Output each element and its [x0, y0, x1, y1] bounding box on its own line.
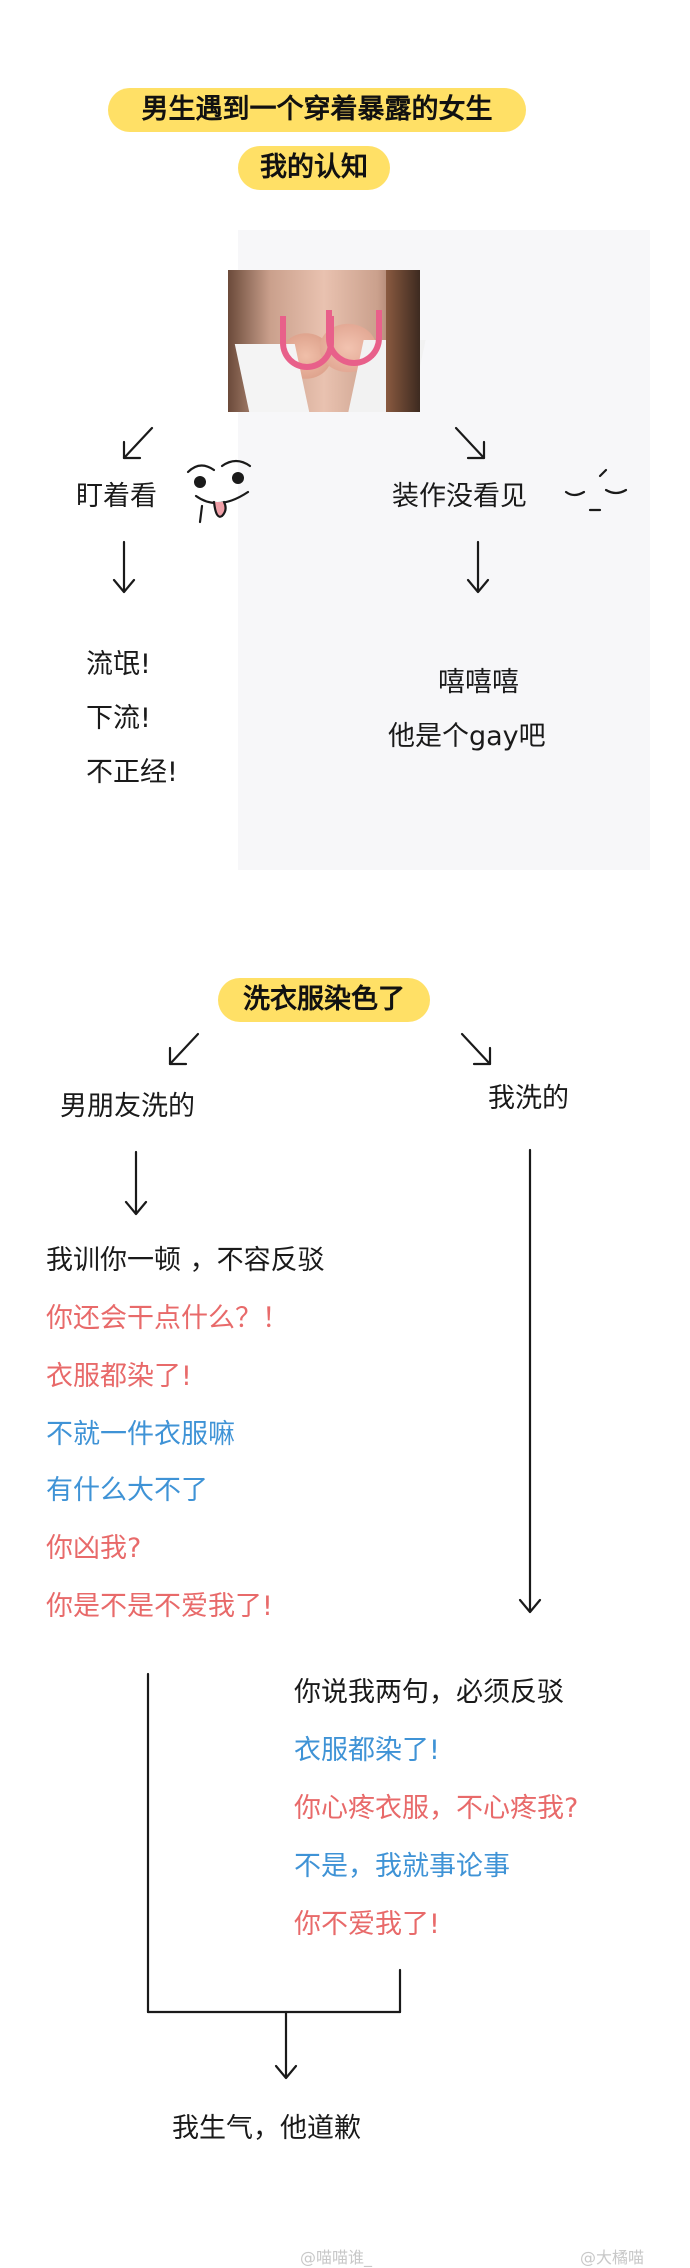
boyfriend-washed-label: 男朋友洗的: [60, 1090, 195, 1124]
arrow-down-icon: [518, 1148, 548, 1618]
stare-label: 盯着看: [76, 480, 157, 514]
section1-subtitle: 我的认知: [238, 146, 390, 190]
ignore-label: 装作没看见: [392, 480, 527, 514]
result-vulgar: 下流!: [86, 702, 151, 736]
arrow-down-icon: [112, 540, 142, 596]
arrow-down-right-icon: [456, 1030, 496, 1070]
section2-title: 洗衣服染色了: [218, 978, 430, 1022]
woman-photo: [228, 270, 420, 412]
merge-connector: [140, 1672, 420, 2092]
watermark-left: @喵喵谁_: [300, 2244, 372, 2268]
left-line-6: 你凶我?: [46, 1532, 141, 1566]
watermark-right: @大橘喵: [580, 2244, 644, 2268]
result-giggle: 嘻嘻嘻: [438, 666, 519, 700]
result-hooligan: 流氓!: [86, 648, 151, 682]
arrow-down-left-icon: [164, 1030, 204, 1070]
result-improper: 不正经!: [86, 756, 178, 790]
arrow-down-icon: [124, 1150, 154, 1220]
drooling-face-icon: [178, 450, 278, 530]
smug-face-icon: [560, 462, 640, 522]
left-line-3: 衣服都染了!: [46, 1360, 192, 1394]
i-washed-label: 我洗的: [488, 1082, 569, 1116]
conclusion: 我生气，他道歉: [172, 2112, 361, 2146]
arrow-down-icon: [466, 540, 496, 596]
left-line-5: 有什么大不了: [46, 1474, 208, 1508]
left-line-1: 我训你一顿 ，不容反驳: [46, 1244, 325, 1278]
arrow-down-right-icon: [450, 424, 490, 464]
left-line-2: 你还会干点什么？！: [46, 1302, 289, 1336]
left-line-7: 你是不是不爱我了!: [46, 1590, 273, 1624]
arrow-down-left-icon: [118, 424, 158, 464]
left-line-4: 不就一件衣服嘛: [46, 1418, 235, 1452]
section1-title: 男生遇到一个穿着暴露的女生: [108, 88, 526, 132]
result-gay: 他是个gay吧: [388, 720, 546, 754]
